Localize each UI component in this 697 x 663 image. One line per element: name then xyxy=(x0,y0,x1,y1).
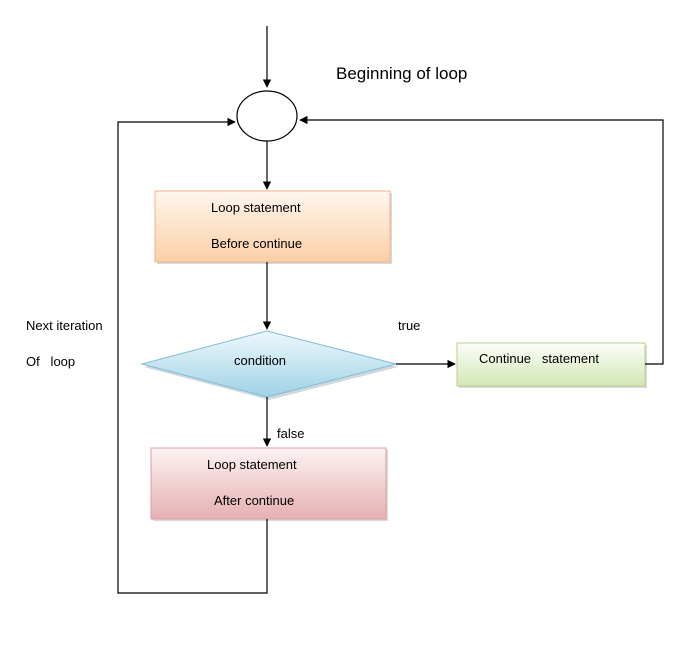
before-box-line2: Before continue xyxy=(211,236,302,251)
continue-return-path xyxy=(299,115,664,365)
true-label: true xyxy=(398,318,420,333)
condition-label: condition xyxy=(234,353,286,368)
after-box-line1: Loop statement xyxy=(207,457,297,472)
before-box-line1: Loop statement xyxy=(211,200,301,215)
next-iteration-label-line1: Next iteration xyxy=(26,318,103,333)
after-continue-box xyxy=(150,447,387,520)
next-iteration-label-line2: Of loop xyxy=(26,354,75,369)
next-iteration-path xyxy=(117,117,268,594)
before-continue-box xyxy=(154,190,391,263)
diagram-title: Beginning of loop xyxy=(336,64,467,83)
continue-box-label: Continue statement xyxy=(479,351,599,366)
continue-statement-box xyxy=(456,342,646,387)
after-box-line2: After continue xyxy=(214,493,294,508)
false-label: false xyxy=(277,426,304,441)
loop-start-circle xyxy=(236,90,298,142)
